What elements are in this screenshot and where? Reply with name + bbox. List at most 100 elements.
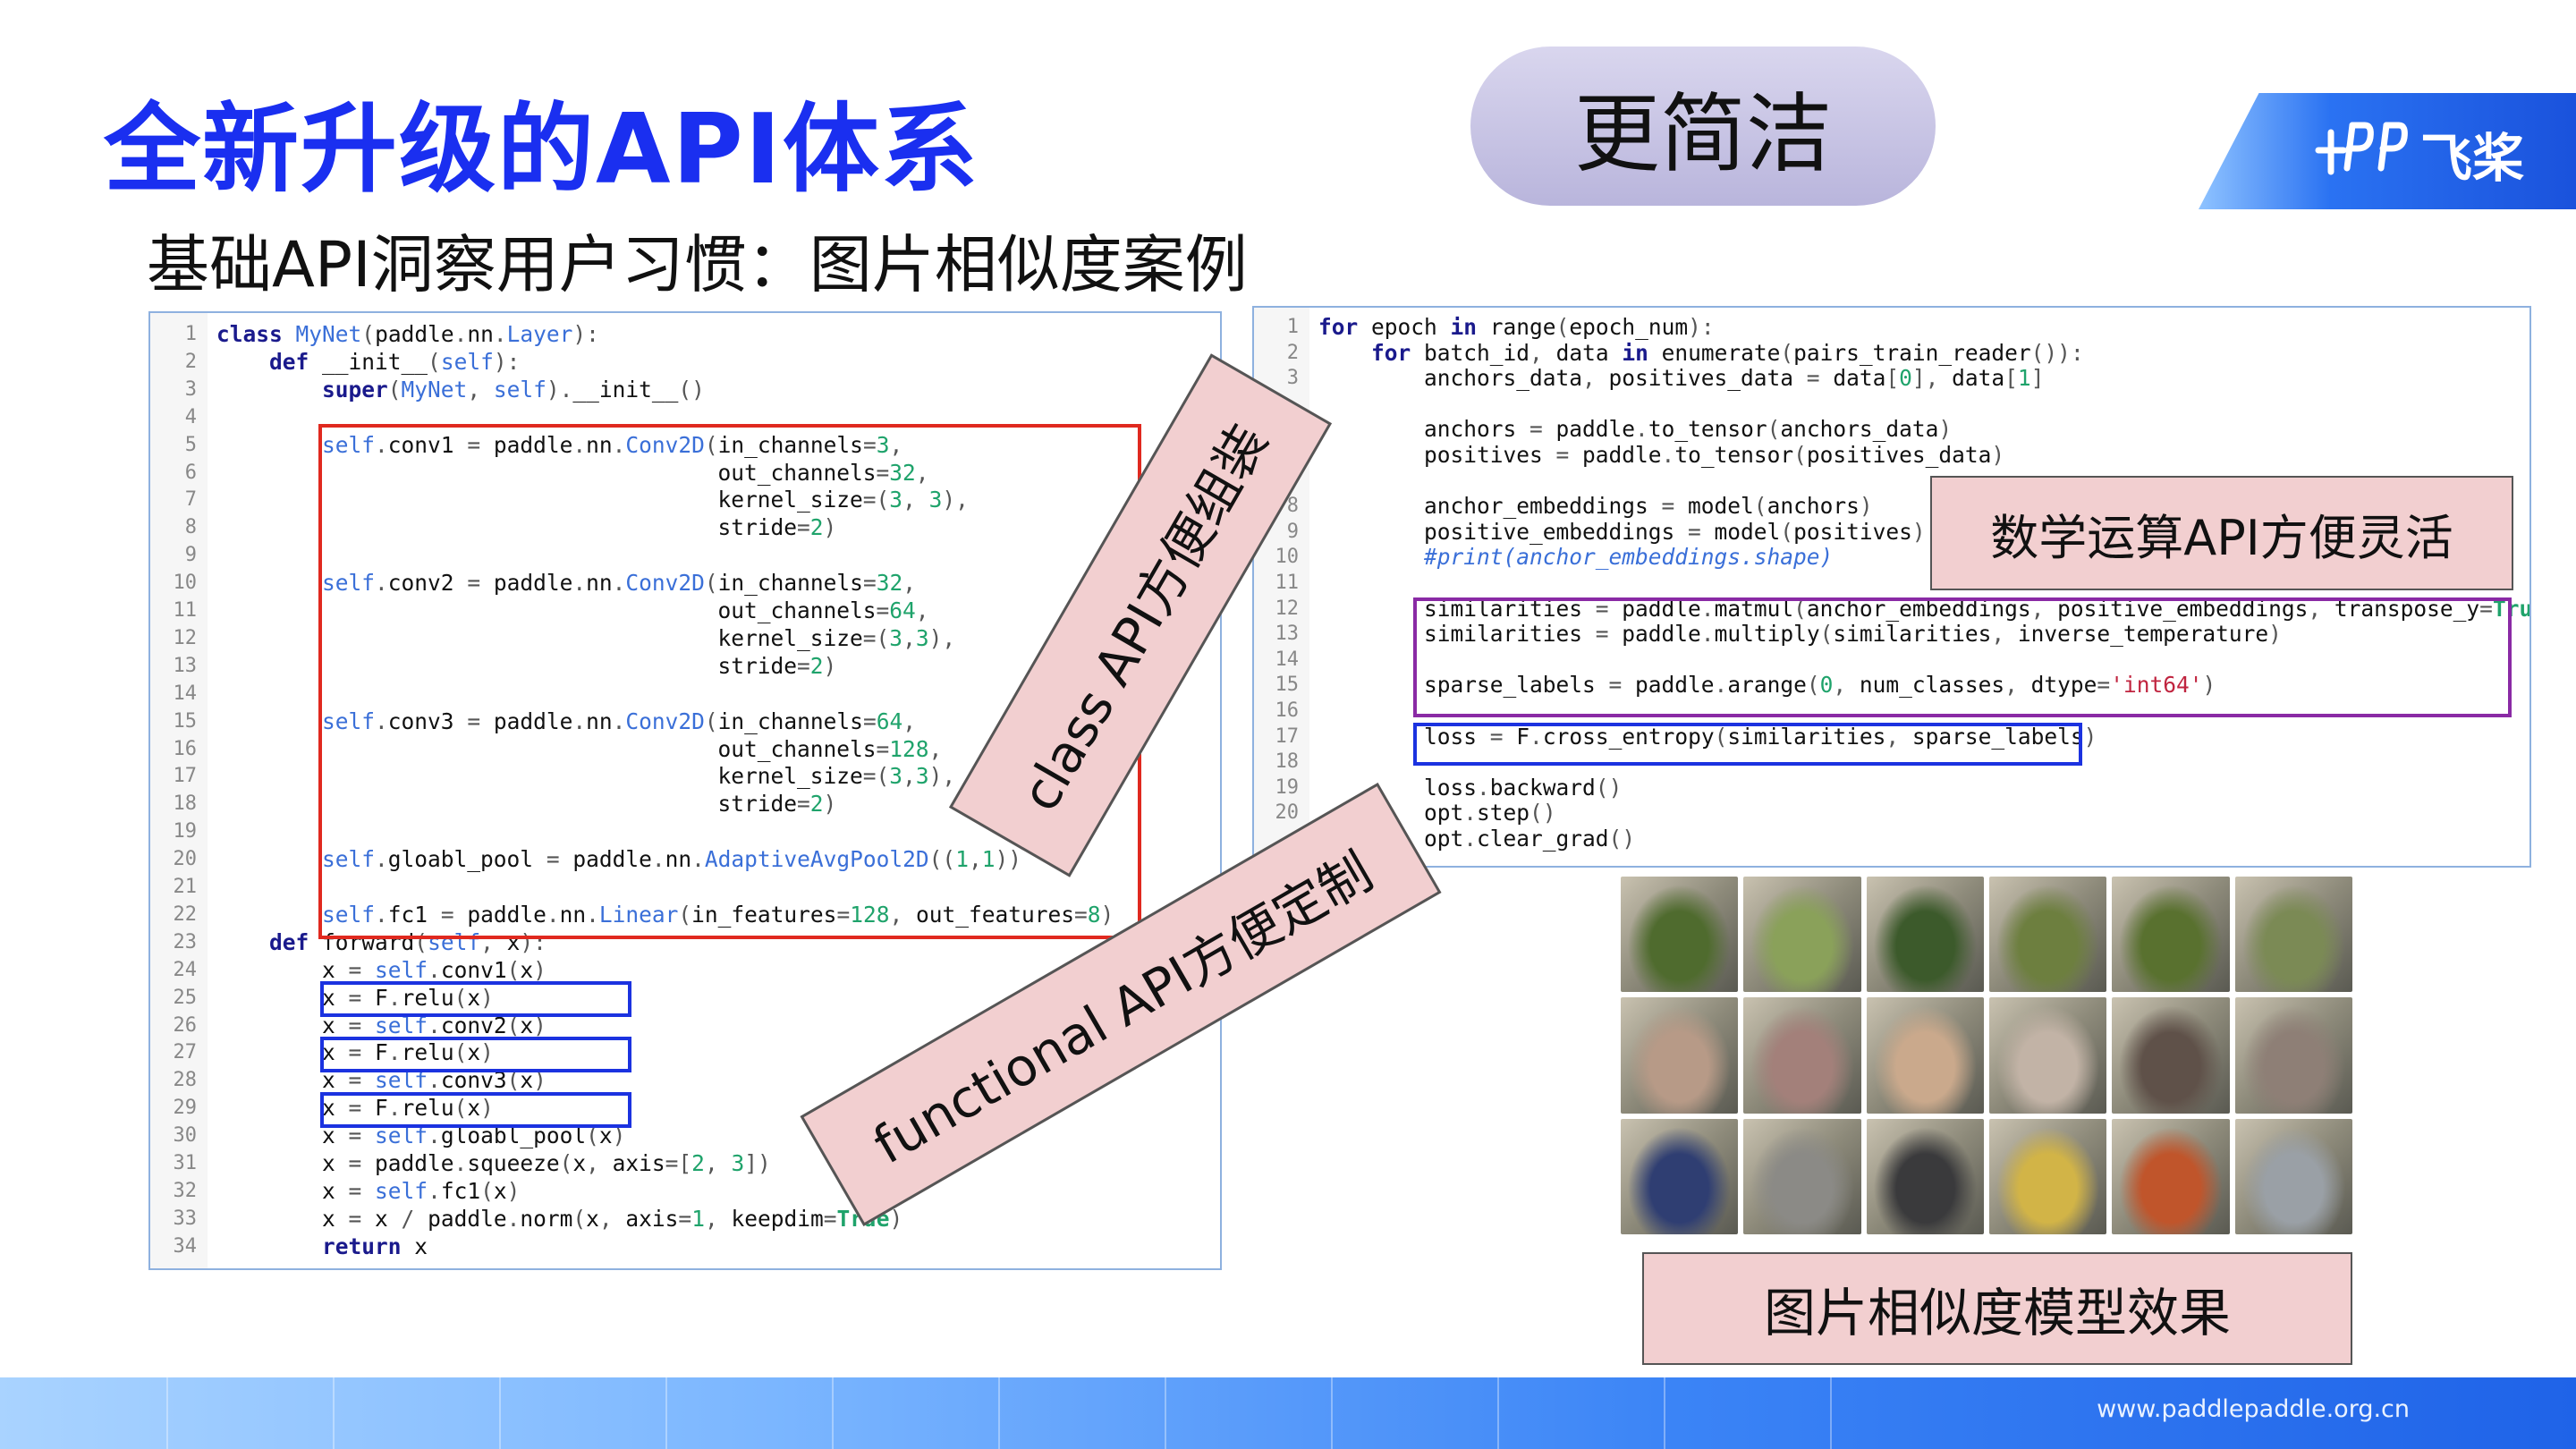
layer-definitions-box bbox=[318, 424, 1141, 939]
right-line-number: 19 bbox=[1275, 775, 1300, 799]
dog-image bbox=[2234, 997, 2352, 1114]
right-code-line: anchors = paddle.to_tensor(anchors_data) bbox=[1318, 416, 1953, 443]
left-code-line: super(MyNet, self).__init__() bbox=[322, 376, 705, 402]
right-line-number: 8 bbox=[1286, 495, 1299, 518]
footer-segment bbox=[166, 1377, 168, 1449]
car-image bbox=[2112, 1118, 2230, 1234]
right-line-number: 1 bbox=[1286, 316, 1299, 338]
left-code-line: stride=2) bbox=[216, 791, 837, 818]
logo-text: 飞桨 bbox=[2420, 128, 2525, 189]
left-line-number: 21 bbox=[173, 876, 198, 898]
footer-segment bbox=[499, 1377, 501, 1449]
left-line-number: 33 bbox=[173, 1207, 198, 1230]
relu-box-3 bbox=[320, 1092, 631, 1128]
right-code-line: anchor_embeddings = model(anchors) bbox=[1318, 493, 1873, 520]
left-line-number: 31 bbox=[173, 1152, 198, 1174]
left-line-number: 1 bbox=[184, 323, 197, 345]
left-code-line: x = F.relu(x) bbox=[216, 984, 494, 1011]
left-code-line: out_channels=32, bbox=[216, 459, 929, 486]
frog-image bbox=[1621, 877, 1739, 993]
left-line-number: 8 bbox=[184, 516, 197, 539]
left-line-number: 4 bbox=[184, 405, 197, 428]
left-line-number: 13 bbox=[173, 654, 198, 677]
right-code-line: positive_embeddings = model(positives) bbox=[1318, 518, 1926, 545]
dog-image bbox=[1988, 997, 2107, 1114]
left-line-number: 30 bbox=[173, 1124, 198, 1148]
left-code-line: x = self.conv1(x) bbox=[216, 956, 547, 983]
left-line-number: 22 bbox=[173, 902, 198, 926]
dog-image bbox=[1866, 997, 1984, 1114]
car-image bbox=[1743, 1118, 1861, 1234]
left-code-line: kernel_size=(3,3), bbox=[216, 624, 956, 651]
left-code-line: x = paddle.squeeze(x, axis=[2, 3]) bbox=[216, 1150, 771, 1176]
left-line-number: 2 bbox=[184, 350, 197, 373]
car-image bbox=[1866, 1118, 1984, 1234]
footer-url: www.paddlepaddle.org.cn bbox=[2097, 1395, 2410, 1423]
relu-box-2 bbox=[320, 1037, 631, 1072]
right-code-line: similarities = paddle.multiply(similarit… bbox=[1318, 621, 2282, 648]
badge-label: 更简洁 bbox=[1574, 83, 1832, 184]
left-line-number: 24 bbox=[173, 958, 198, 981]
footer-segment bbox=[1664, 1377, 1665, 1449]
right-line-number: 18 bbox=[1275, 750, 1300, 774]
left-code-line: self.conv1 = paddle.nn.Conv2D(in_channel… bbox=[322, 431, 903, 458]
right-line-number: 2 bbox=[1286, 341, 1299, 364]
footer-segment bbox=[333, 1377, 335, 1449]
left-code-line: kernel_size=(3, 3), bbox=[216, 487, 969, 513]
model-effect-label: 图片相似度模型效果 bbox=[1763, 1283, 2231, 1343]
right-code-line: opt.clear_grad() bbox=[1424, 826, 1636, 852]
left-code-line: self.conv3 = paddle.nn.Conv2D(in_channel… bbox=[322, 708, 916, 734]
right-code-line: anchors_data, positives_data = data[0], … bbox=[1318, 365, 2045, 392]
frog-image bbox=[2234, 877, 2352, 993]
slide-title: 全新升级的API体系 bbox=[104, 94, 979, 206]
left-line-number: 15 bbox=[173, 709, 198, 733]
left-line-number: 25 bbox=[173, 986, 198, 1009]
right-code-line: loss = F.cross_entropy(similarities, spa… bbox=[1318, 723, 2097, 750]
left-code-line: stride=2) bbox=[216, 514, 837, 541]
dog-image bbox=[1743, 997, 1861, 1114]
footer-segment bbox=[1830, 1377, 1832, 1449]
left-line-number: 19 bbox=[173, 820, 198, 843]
car-image bbox=[2234, 1118, 2352, 1234]
left-line-number: 12 bbox=[173, 626, 198, 649]
similarity-image-grid bbox=[1621, 877, 2352, 1234]
left-code-line: out_channels=64, bbox=[216, 597, 929, 623]
slide-subtitle: 基础API洞察用户习惯：图片相似度案例 bbox=[147, 228, 1248, 301]
left-line-number: 3 bbox=[184, 377, 197, 401]
left-code-line: x = self.fc1(x) bbox=[216, 1177, 521, 1204]
left-code-line: self.fc1 = paddle.nn.Linear(in_features=… bbox=[322, 901, 1114, 928]
right-line-number: 10 bbox=[1275, 546, 1300, 569]
right-line-number: 16 bbox=[1275, 699, 1300, 722]
badge-pill: 更简洁 bbox=[1470, 47, 1936, 206]
left-line-number: 7 bbox=[184, 488, 197, 512]
left-line-number: 28 bbox=[173, 1069, 198, 1092]
left-code-line: stride=2) bbox=[216, 652, 837, 679]
left-line-number: 5 bbox=[184, 433, 197, 456]
paddle-logo-icon bbox=[2313, 114, 2413, 182]
loss-box bbox=[1413, 723, 2082, 766]
footer-segment bbox=[998, 1377, 1000, 1449]
dog-image bbox=[2112, 997, 2230, 1114]
left-line-number: 27 bbox=[173, 1041, 198, 1064]
car-image bbox=[1621, 1118, 1739, 1234]
right-line-number: 20 bbox=[1275, 801, 1300, 825]
math-api-label: 数学运算API方便灵活 bbox=[1990, 509, 2453, 566]
left-code-line: x = F.relu(x) bbox=[216, 1095, 494, 1122]
model-effect-banner: 图片相似度模型效果 bbox=[1642, 1252, 2352, 1365]
left-code-line: def __init__(self): bbox=[269, 348, 521, 375]
right-code-line: opt.step() bbox=[1424, 800, 1556, 826]
car-image bbox=[1988, 1118, 2107, 1234]
left-code-line: kernel_size=(3,3), bbox=[216, 763, 956, 790]
left-line-number: 17 bbox=[173, 765, 198, 788]
left-gutter bbox=[150, 313, 208, 1268]
footer-segment bbox=[832, 1377, 834, 1449]
left-line-number: 20 bbox=[173, 848, 198, 871]
math-api-banner: 数学运算API方便灵活 bbox=[1930, 476, 2513, 590]
right-code-line: sparse_labels = paddle.arange(0, num_cla… bbox=[1318, 672, 2216, 699]
right-code-line: #print(anchor_embeddings.shape) bbox=[1424, 544, 1834, 571]
left-line-number: 14 bbox=[173, 682, 198, 705]
frog-image bbox=[1743, 877, 1861, 993]
left-line-number: 10 bbox=[173, 572, 198, 595]
right-code-line: for epoch in range(epoch_num): bbox=[1318, 314, 1715, 340]
footer-segment bbox=[665, 1377, 667, 1449]
